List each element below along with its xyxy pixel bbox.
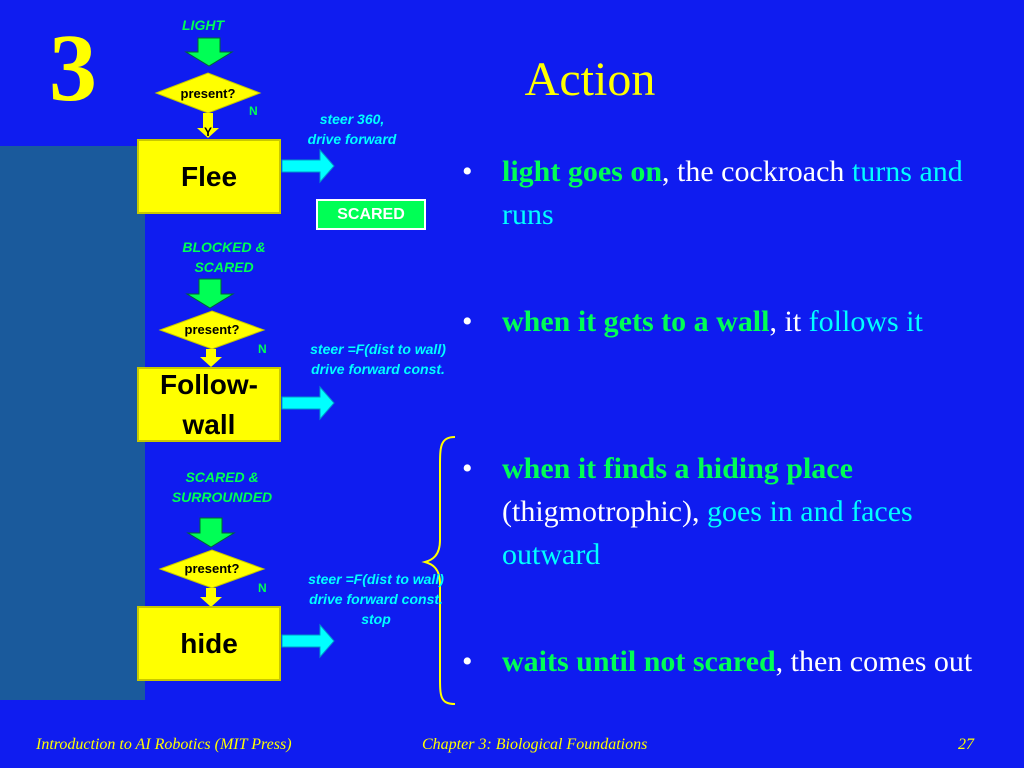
- decision-diamond: [154, 72, 262, 114]
- behavior-box-hide: hide: [137, 606, 281, 681]
- scared-signal-box: SCARED: [316, 199, 426, 230]
- connector-arrow-icon: [197, 113, 219, 138]
- side-panel: [0, 146, 145, 700]
- input-arrow-icon: [186, 517, 236, 548]
- behavior-label: hide: [180, 627, 238, 659]
- bullet-dot: •: [462, 645, 473, 678]
- decision-label: present?: [184, 322, 240, 337]
- slide-title: Action: [524, 53, 656, 106]
- footer-source: Introduction to AI Robotics (MIT Press): [36, 736, 292, 753]
- behavior-label: wall: [182, 408, 236, 440]
- trigger-label: BLOCKED & SCARED: [182, 239, 266, 275]
- trigger-label: SCARED & SURROUNDED: [171, 469, 273, 505]
- curly-brace-icon: [421, 436, 456, 705]
- decision-diamond: [158, 549, 266, 589]
- decision-diamond: [158, 310, 266, 350]
- connector-arrow-icon: [200, 588, 222, 607]
- action-label: steer 360, drive forward: [307, 111, 397, 147]
- trigger-label: LIGHT: [182, 17, 224, 33]
- action-label: steer =F(dist to wall) drive forward con…: [308, 571, 444, 627]
- input-arrow-icon: [185, 278, 235, 309]
- output-arrow-icon: [281, 148, 335, 184]
- no-label: N: [258, 581, 267, 595]
- no-label: N: [249, 104, 258, 118]
- output-arrow-icon: [281, 623, 335, 659]
- behavior-label: Follow-: [160, 368, 258, 400]
- bullet-dot: •: [462, 155, 473, 188]
- input-arrow-icon: [184, 37, 234, 67]
- page-number: 27: [958, 736, 974, 753]
- footer-chapter: Chapter 3: Biological Foundations: [422, 736, 648, 753]
- no-label: N: [258, 342, 267, 356]
- behavior-box-follow-wall: Follow- wall: [137, 367, 281, 442]
- output-arrow-icon: [281, 385, 335, 421]
- behavior-box-flee: Flee: [137, 139, 281, 214]
- behavior-label: Flee: [180, 160, 238, 192]
- bullet-dot: •: [462, 305, 473, 338]
- decision-label: present?: [184, 561, 240, 576]
- bullet-dot: •: [462, 452, 473, 485]
- connector-arrow-icon: [200, 349, 222, 367]
- action-label: steer =F(dist to wall) drive forward con…: [310, 341, 446, 377]
- decision-label: present?: [180, 86, 236, 101]
- yes-label: Y: [204, 125, 213, 139]
- chapter-number: 3: [49, 14, 97, 121]
